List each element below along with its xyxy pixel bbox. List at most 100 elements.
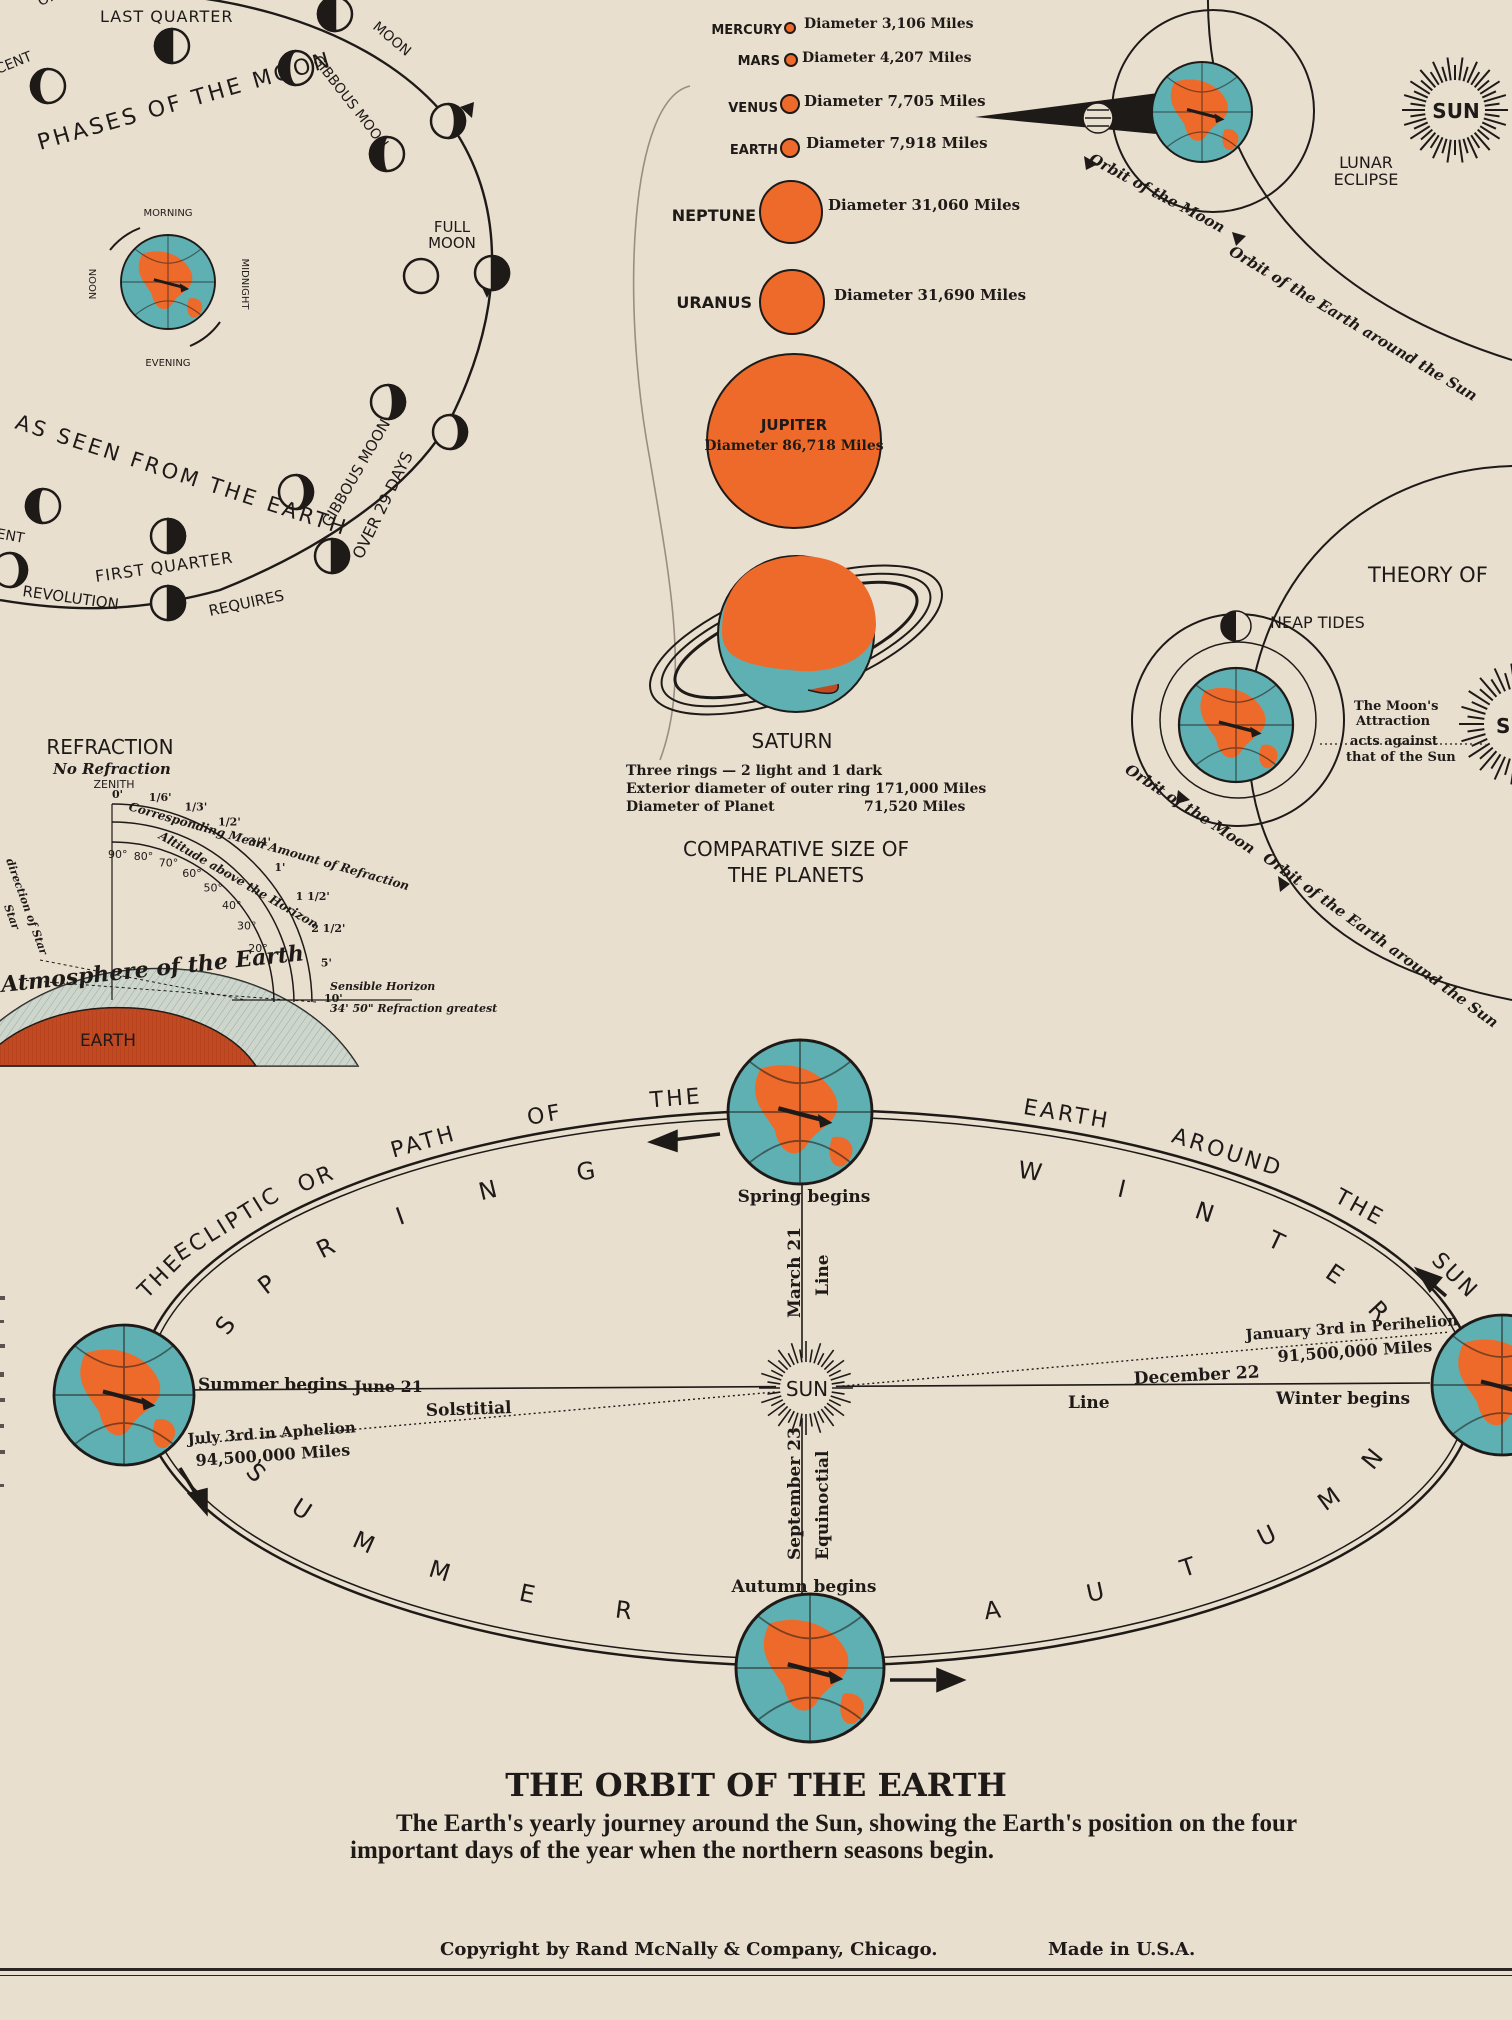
sun-ray: [813, 1412, 822, 1433]
venus-planet: [780, 94, 800, 114]
sun-ray: [1462, 66, 1469, 82]
sun-ray: [813, 1343, 822, 1364]
sun-ray: [1481, 90, 1497, 99]
autumn-begins-label: Autumn begins: [730, 1577, 876, 1597]
sun-ray: [1467, 728, 1485, 733]
sun-ray: [809, 1349, 813, 1363]
sun-ray: [817, 1352, 825, 1366]
sun-ray: [1479, 125, 1501, 140]
sun-ray: [817, 1410, 825, 1424]
sun-ray: [1446, 57, 1452, 81]
autumn-letter: U: [1084, 1577, 1107, 1608]
phase-label-or: OR: [36, 0, 61, 10]
phase-label-ent: ENT: [0, 526, 26, 547]
sun-ray: [1479, 750, 1498, 771]
sun-ray: [1473, 69, 1491, 88]
arc-title-letter: THE: [1330, 1184, 1389, 1232]
eclipse-earth-orbit-label: Orbit of the Earth around the Sun: [1226, 242, 1481, 405]
sun-ray: [1410, 102, 1426, 107]
planet-diameter: Diameter 3,106 Miles: [804, 16, 974, 32]
direction-arrow: [671, 1132, 721, 1142]
sun-ray: [1441, 138, 1448, 154]
sun-ray: [1403, 117, 1427, 126]
moon-phase-icon: [1220, 610, 1252, 642]
direction-arrow: [186, 1487, 208, 1517]
moon-phases-title: PHASES OF THE MOON: [35, 48, 336, 156]
refraction-tick-label: 10': [324, 992, 343, 1005]
planet-size-diagram: MERCURY Diameter 3,106 Miles MARS Diamet…: [626, 16, 1026, 887]
copyright-text: Copyright by Rand McNally & Company, Chi…: [440, 1939, 938, 1960]
moon-phase-icon: [316, 0, 354, 33]
autumn-letter: N: [1356, 1443, 1389, 1475]
sun-ray: [777, 1408, 792, 1427]
sun-ray: [1468, 690, 1491, 706]
sun-ray: [1493, 756, 1506, 780]
sun-ray: [1420, 79, 1433, 92]
last-quarter-label: LAST QUARTER: [100, 7, 233, 26]
direction-arrow: [647, 1129, 678, 1153]
altitude-tick-label: 80°: [134, 850, 154, 863]
earth-planet: [780, 138, 800, 158]
planet-diameter: Diameter 7,918 Miles: [806, 134, 988, 152]
refraction-tick-label: 3/4': [248, 836, 271, 849]
moon-phase-icon: [402, 257, 440, 295]
spring-letter: P: [253, 1269, 282, 1300]
sun-ray: [1484, 102, 1500, 107]
sun-ray: [1461, 733, 1486, 743]
earth-label: EARTH: [80, 1031, 136, 1051]
moon-phase-icon: [473, 254, 511, 292]
altitude-tick-label: 30°: [237, 920, 257, 933]
sun-ray: [777, 1405, 789, 1417]
refraction-tick-label: 1': [274, 861, 285, 874]
sensible-horizon-label: Sensible Horizon: [330, 980, 435, 993]
sun-ray: [826, 1402, 845, 1417]
moon-phase-icon: [153, 27, 191, 65]
sun-icon: [759, 1341, 853, 1435]
winter-letter: E: [1320, 1258, 1348, 1290]
bottom-border: [0, 1968, 1512, 1971]
sun-ray: [767, 1391, 781, 1395]
refraction-tick-label: 0': [112, 788, 123, 801]
orbit-sun-label: SUN: [786, 1377, 828, 1401]
sun-ray: [767, 1402, 786, 1417]
planet-name: VENUS: [728, 101, 778, 116]
tides-note: acts against: [1350, 734, 1438, 749]
spring-letter: R: [312, 1232, 340, 1265]
line-label: Line: [1068, 1393, 1110, 1413]
earth-globe-icon: [1179, 668, 1293, 782]
moon-phase-icon: [313, 537, 351, 575]
direction-arrow: [178, 1467, 198, 1495]
sun-ray: [1490, 753, 1502, 770]
sun-ray: [1493, 668, 1506, 692]
tides-sun-label: SU: [1496, 714, 1512, 738]
summer-letter: M: [426, 1555, 454, 1588]
lunar-eclipse-label: LUNAR: [1339, 153, 1393, 172]
summer-letter: E: [517, 1579, 538, 1610]
eclipse-sun-label: SUN: [1432, 99, 1479, 123]
refraction-tick-label: 1/2': [218, 815, 241, 828]
orbit-caption-text: The Earth's yearly journey around the Su…: [350, 1810, 1297, 1864]
planet-name: MARS: [738, 54, 780, 69]
lunar-eclipse-diagram: SUN LUNAR ECLIPSE Orbit of the Moon Orbi…: [975, 0, 1512, 405]
refraction-diagram: REFRACTION No Refraction ZENITH Correspo…: [0, 735, 497, 1067]
earth-globe-icon: [1432, 1315, 1512, 1455]
sun-ray: [1409, 80, 1431, 95]
saturn-note: 71,520 Miles: [864, 799, 965, 815]
sun-ray: [1403, 94, 1427, 103]
earth-globe-icon: [736, 1594, 884, 1742]
sun-ray: [787, 1410, 795, 1424]
sun-ray: [1483, 94, 1507, 103]
winter-letter: W: [1016, 1156, 1044, 1187]
tides-title: THEORY OF: [1367, 563, 1488, 587]
sun-ray: [1413, 90, 1429, 99]
march-21-label: March 21: [785, 1227, 805, 1318]
september-23-label: September 23: [785, 1427, 805, 1560]
lunar-eclipse-label: ECLIPSE: [1334, 170, 1399, 189]
sun-ray: [823, 1359, 835, 1371]
sun-ray: [1470, 134, 1481, 149]
planet-diameter: Diameter 4,207 Miles: [802, 50, 972, 66]
solstitial-label: Solstitial: [425, 1398, 512, 1421]
sun-ray: [1462, 138, 1469, 154]
saturn-note: Exterior diameter of outer ring 171,000 …: [626, 781, 986, 797]
planet-diameter: Diameter 31,690 Miles: [834, 286, 1026, 304]
